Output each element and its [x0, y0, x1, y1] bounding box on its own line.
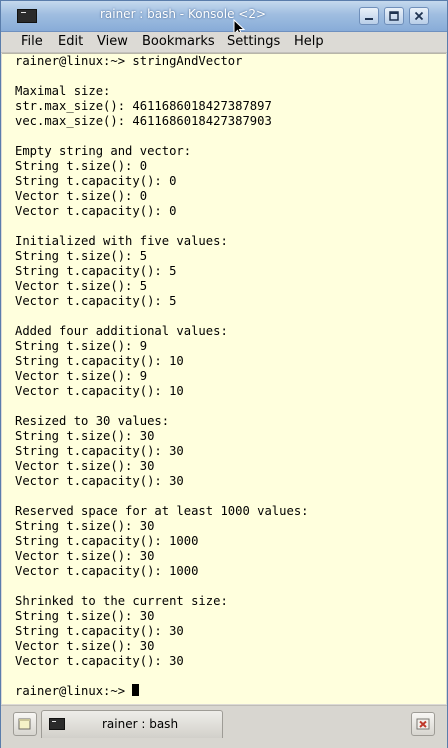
menu-view[interactable]: View [97, 34, 128, 49]
terminal-line: String t.size(): 0 [15, 159, 148, 173]
terminal-line: String t.capacity(): 10 [15, 354, 184, 368]
terminal-app-icon[interactable] [17, 9, 37, 23]
terminal-line: String t.capacity(): 5 [15, 264, 177, 278]
minimize-button[interactable] [359, 7, 379, 25]
terminal-line [15, 309, 309, 324]
terminal-line: Vector t.size(): 30 [15, 549, 155, 563]
terminal-line: Added four additional values: [15, 324, 228, 338]
terminal-line [15, 489, 309, 504]
menu-settings[interactable]: Settings [227, 34, 281, 49]
terminal-line: Resized to 30 values: [15, 414, 170, 428]
minimize-icon [365, 18, 373, 20]
menu-help[interactable]: Help [294, 34, 324, 49]
terminal-line [15, 219, 309, 234]
terminal-line: Vector t.size(): 0 [15, 189, 148, 203]
terminal-line [15, 399, 309, 414]
terminal-line: String t.size(): 30 [15, 609, 155, 623]
new-tab-button[interactable] [13, 712, 37, 736]
terminal-line: Vector t.capacity(): 0 [15, 204, 177, 218]
terminal-line [15, 669, 309, 684]
terminal-line: Initialized with five values: [15, 234, 228, 248]
close-icon [414, 11, 424, 21]
text-cursor [132, 684, 140, 696]
terminal-line [15, 69, 309, 84]
terminal-line: Vector t.capacity(): 5 [15, 294, 177, 308]
terminal-line: str.max_size(): 4611686018427387897 [15, 99, 272, 113]
tab-bar: rainer : bash [1, 705, 447, 748]
tab-rainer-bash[interactable]: rainer : bash [41, 710, 223, 738]
terminal-line: String t.size(): 30 [15, 429, 155, 443]
menu-file[interactable]: File [21, 34, 43, 49]
terminal-line: String t.size(): 5 [15, 249, 148, 263]
close-button[interactable] [409, 7, 429, 25]
terminal-line: Vector t.size(): 5 [15, 279, 148, 293]
terminal-line: String t.size(): 9 [15, 339, 148, 353]
terminal-line: Vector t.size(): 30 [15, 639, 155, 653]
maximize-button[interactable] [384, 7, 404, 25]
terminal-line [15, 579, 309, 594]
title-bar[interactable]: rainer : bash - Konsole <2> [1, 1, 447, 37]
terminal-line: Empty string and vector: [15, 144, 192, 158]
terminal-line: String t.capacity(): 30 [15, 444, 184, 458]
prompt-text: rainer@linux:~> [15, 684, 133, 698]
terminal-line: Vector t.capacity(): 30 [15, 654, 184, 668]
terminal-line: Shrinked to the current size: [15, 594, 228, 608]
tab-label: rainer : bash [102, 717, 179, 731]
terminal-line [15, 129, 309, 144]
terminal-line: String t.capacity(): 0 [15, 174, 177, 188]
close-tab-button[interactable] [411, 712, 435, 736]
close-tab-icon [416, 718, 430, 730]
command-prompt-line[interactable]: rainer@linux:~> [15, 684, 309, 699]
terminal-line: Vector t.capacity(): 30 [15, 474, 184, 488]
menu-bookmarks[interactable]: Bookmarks [142, 34, 215, 49]
terminal-line: String t.size(): 30 [15, 519, 155, 533]
terminal-line: Maximal size: [15, 84, 111, 98]
new-tab-icon [18, 718, 31, 730]
menu-edit[interactable]: Edit [58, 34, 84, 49]
menu-bar: File Edit View Bookmarks Settings Help [1, 32, 447, 53]
window-title: rainer : bash - Konsole <2> [99, 7, 267, 21]
terminal-line: String t.capacity(): 1000 [15, 534, 199, 548]
maximize-icon [389, 11, 399, 21]
terminal-line: String t.capacity(): 30 [15, 624, 184, 638]
terminal-icon [49, 718, 65, 730]
terminal-line: vec.max_size(): 4611686018427387903 [15, 114, 272, 128]
terminal-line: rainer@linux:~> stringAndVector [15, 54, 243, 68]
terminal-line: Vector t.capacity(): 1000 [15, 564, 199, 578]
terminal-line: Vector t.size(): 9 [15, 369, 148, 383]
terminal-line: Vector t.size(): 30 [15, 459, 155, 473]
terminal-line: Reserved space for at least 1000 values: [15, 504, 309, 518]
terminal-line: Vector t.capacity(): 10 [15, 384, 184, 398]
